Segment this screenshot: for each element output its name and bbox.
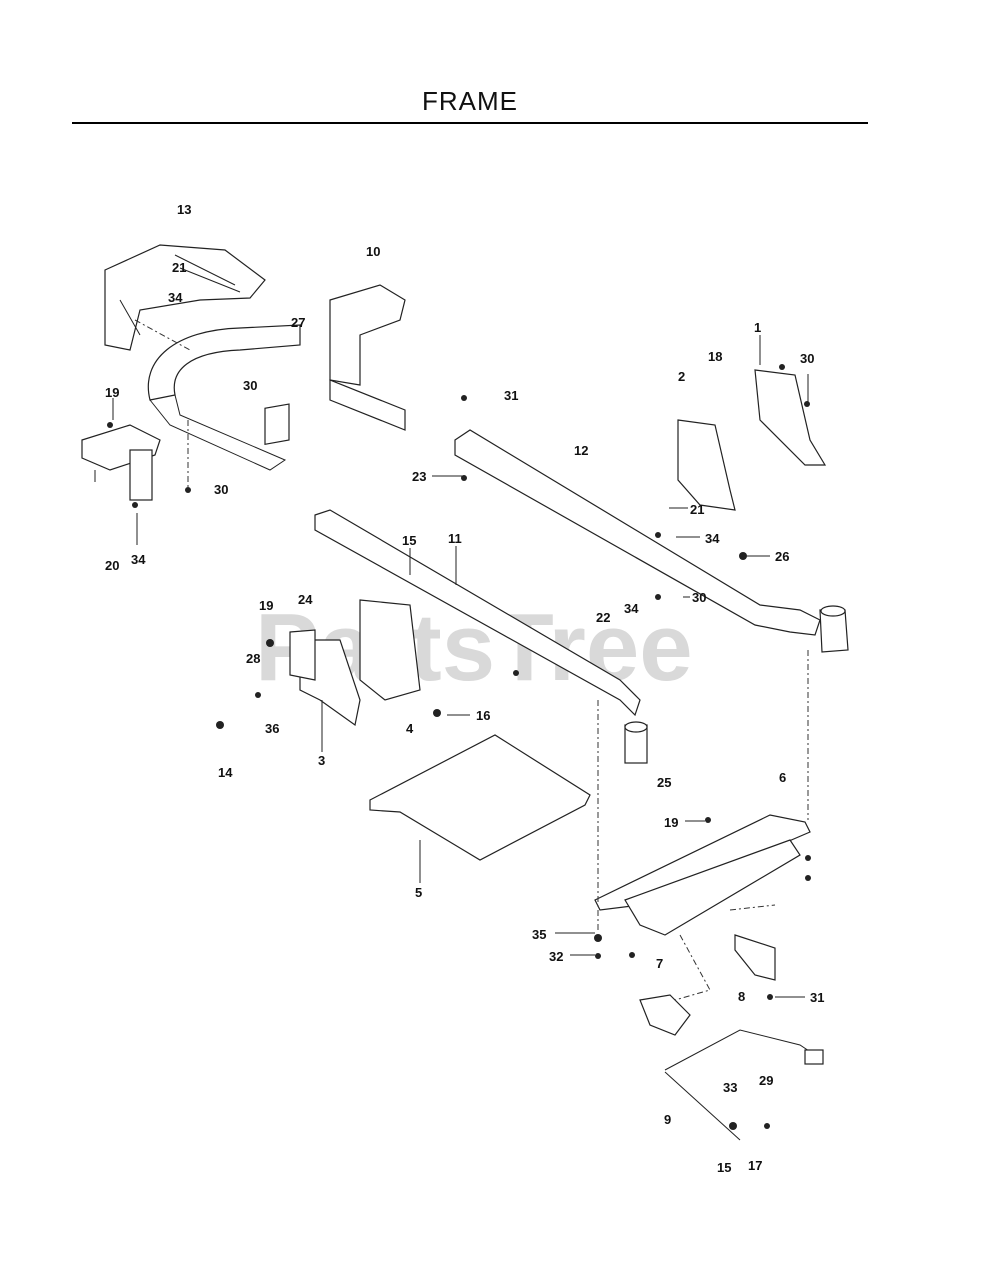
- callout-33: 33: [723, 1080, 737, 1095]
- callout-26: 26: [775, 549, 789, 564]
- side-plates: [677, 369, 827, 511]
- callout-13: 13: [177, 202, 191, 217]
- leader-lines: [134, 319, 809, 1001]
- callout-11: 11: [448, 531, 462, 546]
- front-frame-tube: [314, 509, 648, 764]
- main-frame-tube: [454, 429, 849, 653]
- title-divider: [72, 122, 868, 124]
- callout-28: 28: [246, 651, 260, 666]
- callout-30: 30: [800, 351, 814, 366]
- callout-15: 15: [717, 1160, 731, 1175]
- callout-31: 31: [504, 388, 518, 403]
- left-mount-bracket: [81, 422, 161, 501]
- hardware: [132, 364, 811, 1130]
- callout-23: 23: [412, 469, 426, 484]
- rear-frame-tube: [147, 324, 301, 471]
- callout-19: 19: [259, 598, 273, 613]
- callout-35: 35: [532, 927, 546, 942]
- callout-32: 32: [549, 949, 563, 964]
- callout-16: 16: [476, 708, 490, 723]
- seat-bracket: [329, 284, 406, 431]
- callout-10: 10: [366, 244, 380, 259]
- callout-labels: 13 21 34 10 27 30 19 20 34 30 1 18 30 2 …: [105, 202, 824, 1175]
- callout-25: 25: [657, 775, 671, 790]
- callout-19: 19: [105, 385, 119, 400]
- callout-24: 24: [298, 592, 313, 607]
- callout-30: 30: [243, 378, 257, 393]
- callout-34: 34: [624, 601, 639, 616]
- callout-4: 4: [406, 721, 414, 736]
- callout-5: 5: [415, 885, 422, 900]
- callout-34: 34: [131, 552, 146, 567]
- callout-27: 27: [291, 315, 305, 330]
- callout-22: 22: [596, 610, 610, 625]
- callout-18: 18: [708, 349, 722, 364]
- callout-12: 12: [574, 443, 588, 458]
- callout-17: 17: [748, 1158, 762, 1173]
- callout-21: 21: [690, 502, 704, 517]
- linkage-rod: [664, 1029, 824, 1141]
- deck-bracket: [594, 814, 811, 1036]
- callout-9: 9: [664, 1112, 671, 1127]
- callout-6: 6: [779, 770, 786, 785]
- callout-1: 1: [754, 320, 761, 335]
- callout-14: 14: [218, 765, 233, 780]
- callout-19: 19: [664, 815, 678, 830]
- callout-30: 30: [692, 590, 706, 605]
- callout-15: 15: [402, 533, 416, 548]
- callout-34: 34: [705, 531, 720, 546]
- floor-plate: [369, 734, 591, 861]
- fender-bracket: [104, 244, 266, 351]
- callout-34: 34: [168, 290, 183, 305]
- callout-36: 36: [265, 721, 279, 736]
- callout-leaders: [112, 335, 809, 998]
- front-plates: [289, 599, 421, 727]
- callout-21: 21: [172, 260, 186, 275]
- callout-31: 31: [810, 990, 824, 1005]
- callout-3: 3: [318, 753, 325, 768]
- page-title: FRAME: [422, 86, 518, 116]
- callout-7: 7: [656, 956, 663, 971]
- callout-2: 2: [678, 369, 685, 384]
- callout-8: 8: [738, 989, 745, 1004]
- callout-30: 30: [214, 482, 228, 497]
- callout-29: 29: [759, 1073, 773, 1088]
- callout-20: 20: [105, 558, 119, 573]
